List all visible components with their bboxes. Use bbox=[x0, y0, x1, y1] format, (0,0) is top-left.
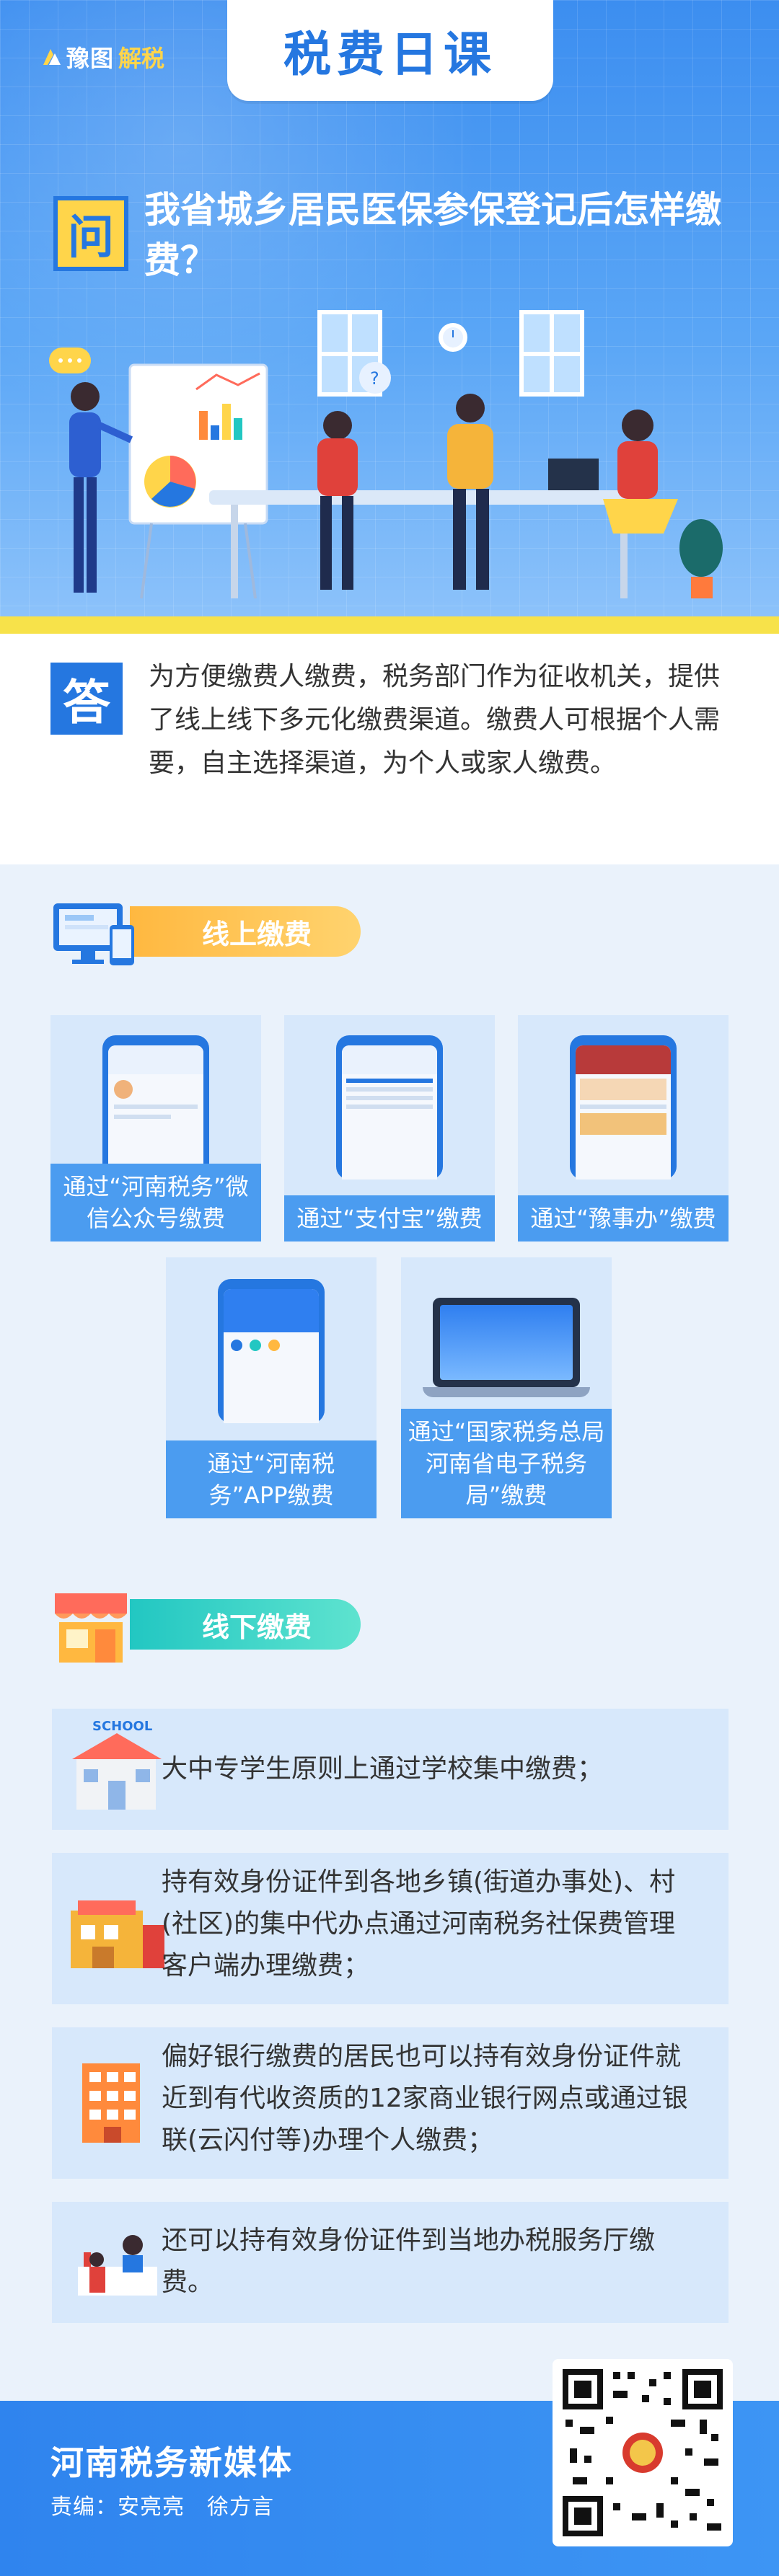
offline-item-service-hall: 还可以持有效身份证件到当地办税服务厅缴费。 bbox=[52, 2202, 729, 2323]
phone-mockup bbox=[336, 1035, 443, 1179]
channel-card-app[interactable]: 通过“河南税务”APP缴费 bbox=[166, 1257, 377, 1518]
hero-banner: 豫图 解税 税费日课 问 我省城乡居民医保参保登记后怎样缴费？ bbox=[0, 0, 779, 616]
svg-text:?: ? bbox=[370, 368, 379, 389]
offline-section-header: 线下缴费 bbox=[50, 1593, 361, 1663]
logo: 豫图 解税 bbox=[40, 40, 164, 74]
channel-caption: 通过“豫事办”缴费 bbox=[518, 1195, 729, 1241]
offline-item-text: 偏好银行缴费的居民也可以持有效身份证件就近到有代收资质的12家商业银行网点或通过… bbox=[162, 2042, 688, 2155]
computer-icon bbox=[53, 903, 134, 965]
offline-item-text: 持有效身份证件到各地乡镇(街道办事处)、村(社区)的集中代办点通过河南税务社保费… bbox=[162, 1867, 676, 1980]
page-title: 税费日课 bbox=[283, 27, 497, 82]
logo-icon bbox=[40, 46, 62, 68]
qr-code-icon bbox=[563, 2369, 723, 2536]
logo-text: 豫图 bbox=[66, 45, 115, 72]
offline-section-title: 线下缴费 bbox=[130, 1599, 361, 1650]
phone-mockup bbox=[570, 1035, 677, 1179]
offline-item-bank: 偏好银行缴费的居民也可以持有效身份证件就近到有代收资质的12家商业银行网点或通过… bbox=[52, 2027, 729, 2179]
offline-item-text: 还可以持有效身份证件到当地办税服务厅缴费。 bbox=[162, 2226, 656, 2297]
footer-editor: 责编：安亮亮 徐方言 bbox=[50, 2495, 274, 2520]
channel-card-alipay[interactable]: 通过“支付宝”缴费 bbox=[284, 1015, 495, 1241]
bank-icon bbox=[82, 2063, 140, 2143]
offline-item-school: SCHOOL 大中专学生原则上通过学校集中缴费； bbox=[52, 1709, 729, 1830]
answer-section: 答 为方便缴费人缴费，税务部门作为征收机关，提供了线上线下多元化缴费渠道。缴费人… bbox=[0, 634, 779, 864]
answer-badge: 答 bbox=[50, 663, 123, 735]
tax-service-hall-icon bbox=[78, 2235, 157, 2296]
window-icon bbox=[519, 310, 584, 397]
online-section-header: 线上缴费 bbox=[50, 903, 361, 965]
question-badge: 问 bbox=[53, 196, 128, 271]
online-section-title: 线上缴费 bbox=[130, 906, 361, 957]
channel-caption: 通过“河南税务”APP缴费 bbox=[166, 1440, 377, 1518]
divider-strip bbox=[0, 616, 779, 634]
answer-text: 为方便缴费人缴费，税务部门作为征收机关，提供了线上线下多元化缴费渠道。缴费人可根… bbox=[149, 662, 721, 778]
channel-caption: 通过“河南税务”微信公众号缴费 bbox=[50, 1164, 261, 1241]
column-title: 税费日课 bbox=[227, 0, 553, 101]
phone-mockup bbox=[102, 1035, 209, 1179]
channel-card-etax[interactable]: 通过“国家税务总局河南省电子税务局”缴费 bbox=[401, 1257, 612, 1518]
channel-caption: 通过“国家税务总局河南省电子税务局”缴费 bbox=[401, 1409, 612, 1518]
qr-code[interactable] bbox=[553, 2359, 733, 2546]
community-office-icon bbox=[71, 1900, 164, 1968]
school-icon: SCHOOL bbox=[72, 1719, 162, 1810]
window-icon bbox=[317, 310, 382, 397]
logo-text-accent: 解税 bbox=[118, 45, 165, 72]
office-meeting-illustration: ? bbox=[49, 310, 723, 599]
storefront-icon bbox=[55, 1593, 127, 1663]
phone-mockup bbox=[218, 1279, 325, 1423]
question-text: 我省城乡居民医保参保登记后怎样缴费？ bbox=[144, 189, 721, 281]
channel-caption: 通过“支付宝”缴费 bbox=[284, 1195, 495, 1241]
svg-text:SCHOOL: SCHOOL bbox=[92, 1719, 152, 1734]
offline-item-text: 大中专学生原则上通过学校集中缴费； bbox=[162, 1754, 604, 1784]
offline-item-community: 持有效身份证件到各地乡镇(街道办事处)、村(社区)的集中代办点通过河南税务社保费… bbox=[52, 1853, 729, 2004]
footer-title: 河南税务新媒体 bbox=[50, 2443, 293, 2482]
channel-card-yushiban[interactable]: 通过“豫事办”缴费 bbox=[518, 1015, 729, 1241]
channel-card-wechat[interactable]: 通过“河南税务”微信公众号缴费 bbox=[50, 1015, 261, 1241]
